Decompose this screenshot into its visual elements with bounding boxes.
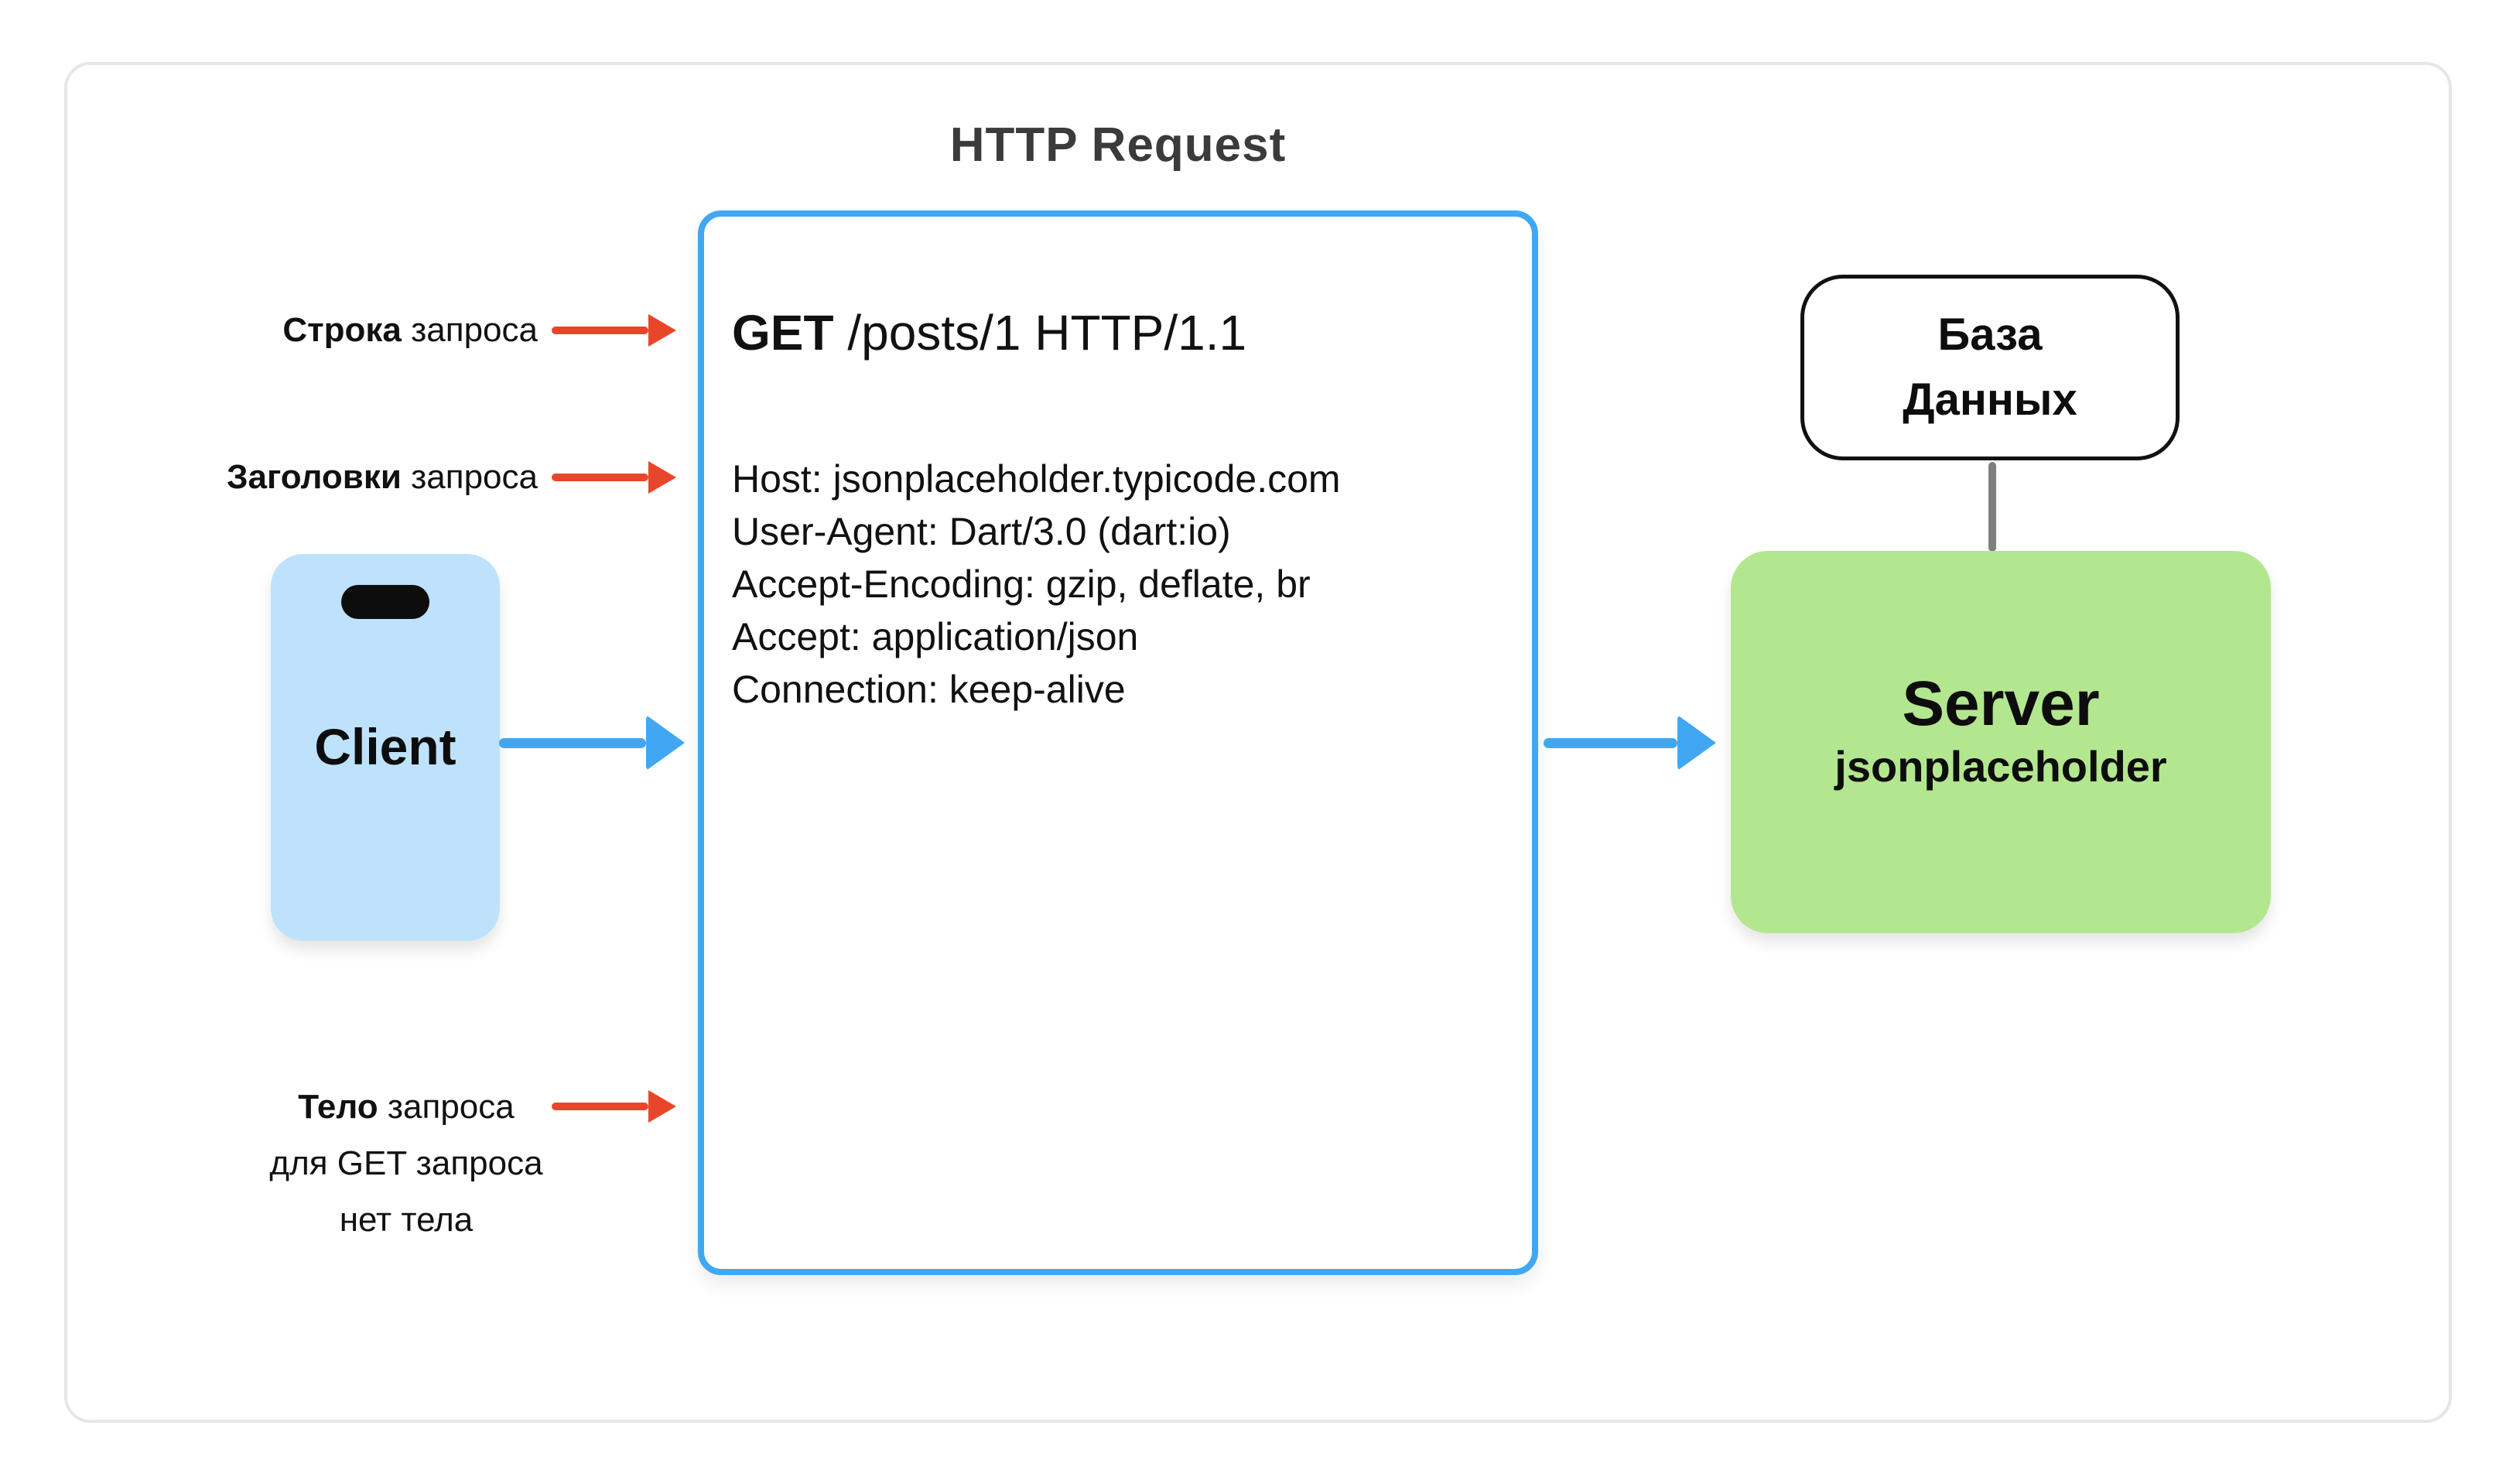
- header-accept: Accept: application/json: [732, 615, 1139, 658]
- annotation-headers-rest: запроса: [401, 458, 538, 496]
- red-arrow-shaft: [552, 327, 648, 334]
- request-line-rest: /posts/1 HTTP/1.1: [833, 305, 1247, 361]
- red-arrowhead-icon: [648, 1090, 676, 1123]
- request-headers: Host: jsonplaceholder.typicode.com User-…: [732, 453, 1513, 716]
- blue-arrow-shaft: [1544, 737, 1677, 748]
- annotation-body-line2: для GET запроса: [269, 1144, 543, 1182]
- client-phone: Client: [271, 554, 500, 941]
- red-arrowhead-icon: [648, 461, 676, 494]
- request-line: GET /posts/1 HTTP/1.1: [732, 306, 1506, 360]
- header-host: Host: jsonplaceholder.typicode.com: [732, 457, 1341, 501]
- server-subtitle: jsonplaceholder: [1834, 742, 2167, 791]
- database-server-connector: [1988, 462, 1996, 552]
- blue-arrow-request-to-server: [1544, 714, 1716, 771]
- annotation-request-line-rest: запроса: [401, 311, 538, 349]
- annotation-body: Тело запроса для GET запроса нет тела: [128, 1079, 685, 1248]
- blue-arrow-shaft: [499, 737, 646, 748]
- annotation-request-line: Строка запроса: [282, 309, 538, 352]
- client-label: Client: [314, 718, 456, 775]
- annotation-body-line1: Тело запроса: [128, 1079, 685, 1135]
- database-box: База Данных: [1800, 275, 2180, 460]
- database-label-line1: База: [1937, 309, 2043, 360]
- http-request-box: GET /posts/1 HTTP/1.1 Host: jsonplacehol…: [698, 210, 1538, 1275]
- annotation-headers: Заголовки запроса: [227, 456, 538, 499]
- annotation-headers-bold: Заголовки: [226, 458, 402, 496]
- server-title: Server: [1902, 668, 2100, 739]
- phone-notch-icon: [341, 585, 429, 619]
- red-arrow-body: [552, 1088, 676, 1125]
- database-label-line2: Данных: [1903, 374, 2077, 425]
- blue-arrowhead-icon: [646, 715, 685, 771]
- annotation-body-rest: запроса: [378, 1088, 515, 1126]
- red-arrow-shaft: [552, 474, 648, 481]
- blue-arrowhead-icon: [1677, 715, 1716, 771]
- annotation-request-line-bold: Строка: [282, 311, 402, 349]
- request-method: GET: [732, 305, 834, 361]
- header-connection: Connection: keep-alive: [732, 668, 1126, 711]
- annotation-body-bold: Тело: [298, 1088, 378, 1126]
- header-user-agent: User-Agent: Dart/3.0 (dart:io): [732, 510, 1231, 553]
- red-arrow-shaft: [552, 1103, 648, 1110]
- blue-arrow-client-to-request: [499, 714, 685, 771]
- diagram-title: HTTP Request: [949, 118, 1287, 172]
- header-accept-encoding: Accept-Encoding: gzip, deflate, br: [732, 562, 1311, 606]
- annotation-body-line3: нет тела: [339, 1201, 474, 1239]
- server-box: Server jsonplaceholder: [1731, 551, 2271, 933]
- red-arrow-request-line: [552, 312, 676, 349]
- red-arrowhead-icon: [648, 314, 676, 347]
- red-arrow-headers: [552, 459, 676, 496]
